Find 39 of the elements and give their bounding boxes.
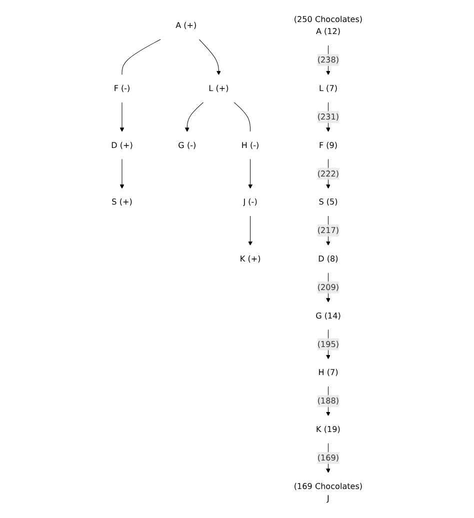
edge-label: (231) bbox=[318, 112, 340, 122]
arrow bbox=[326, 442, 331, 473]
node-text: D (+) bbox=[111, 140, 134, 150]
edge-label: (222) bbox=[318, 168, 340, 178]
node-text: S (+) bbox=[112, 197, 132, 207]
node-label: (169 Chocolates) bbox=[294, 481, 363, 491]
node-text: A (+) bbox=[176, 20, 197, 30]
node-text: J bbox=[327, 493, 330, 503]
node-text: H (7) bbox=[318, 368, 338, 378]
node-text: J (-) bbox=[243, 197, 258, 207]
node-text: L (+) bbox=[208, 83, 229, 94]
arrow bbox=[120, 102, 124, 132]
arrow bbox=[248, 215, 253, 246]
connector bbox=[122, 38, 162, 76]
node-text: L (7) bbox=[319, 83, 338, 94]
node-text: H (-) bbox=[242, 140, 260, 150]
edge-label: (169) bbox=[318, 452, 340, 462]
node-text: K (+) bbox=[240, 254, 261, 264]
node-text: A (12) bbox=[316, 26, 341, 36]
edge-label: (209) bbox=[318, 282, 340, 292]
arrow bbox=[185, 102, 204, 132]
node-text: F (9) bbox=[319, 140, 338, 150]
connector bbox=[234, 102, 251, 132]
node-text: D (8) bbox=[318, 254, 338, 264]
arrow bbox=[326, 272, 331, 302]
node-text: F (-) bbox=[114, 83, 130, 94]
arrow bbox=[198, 38, 222, 76]
edge-label: (217) bbox=[318, 226, 340, 236]
arrow bbox=[120, 158, 124, 189]
node-text: K (19) bbox=[316, 424, 341, 434]
arrow bbox=[326, 329, 331, 360]
edge-label: (188) bbox=[318, 396, 340, 406]
node-label: (250 Chocolates) bbox=[294, 14, 363, 24]
node-text: G (14) bbox=[316, 310, 342, 320]
arrow bbox=[248, 158, 253, 189]
edge-label: (195) bbox=[318, 339, 340, 349]
node-text: G (-) bbox=[178, 140, 196, 150]
edge-label: (238) bbox=[318, 55, 340, 65]
node-text: S (5) bbox=[318, 197, 338, 207]
